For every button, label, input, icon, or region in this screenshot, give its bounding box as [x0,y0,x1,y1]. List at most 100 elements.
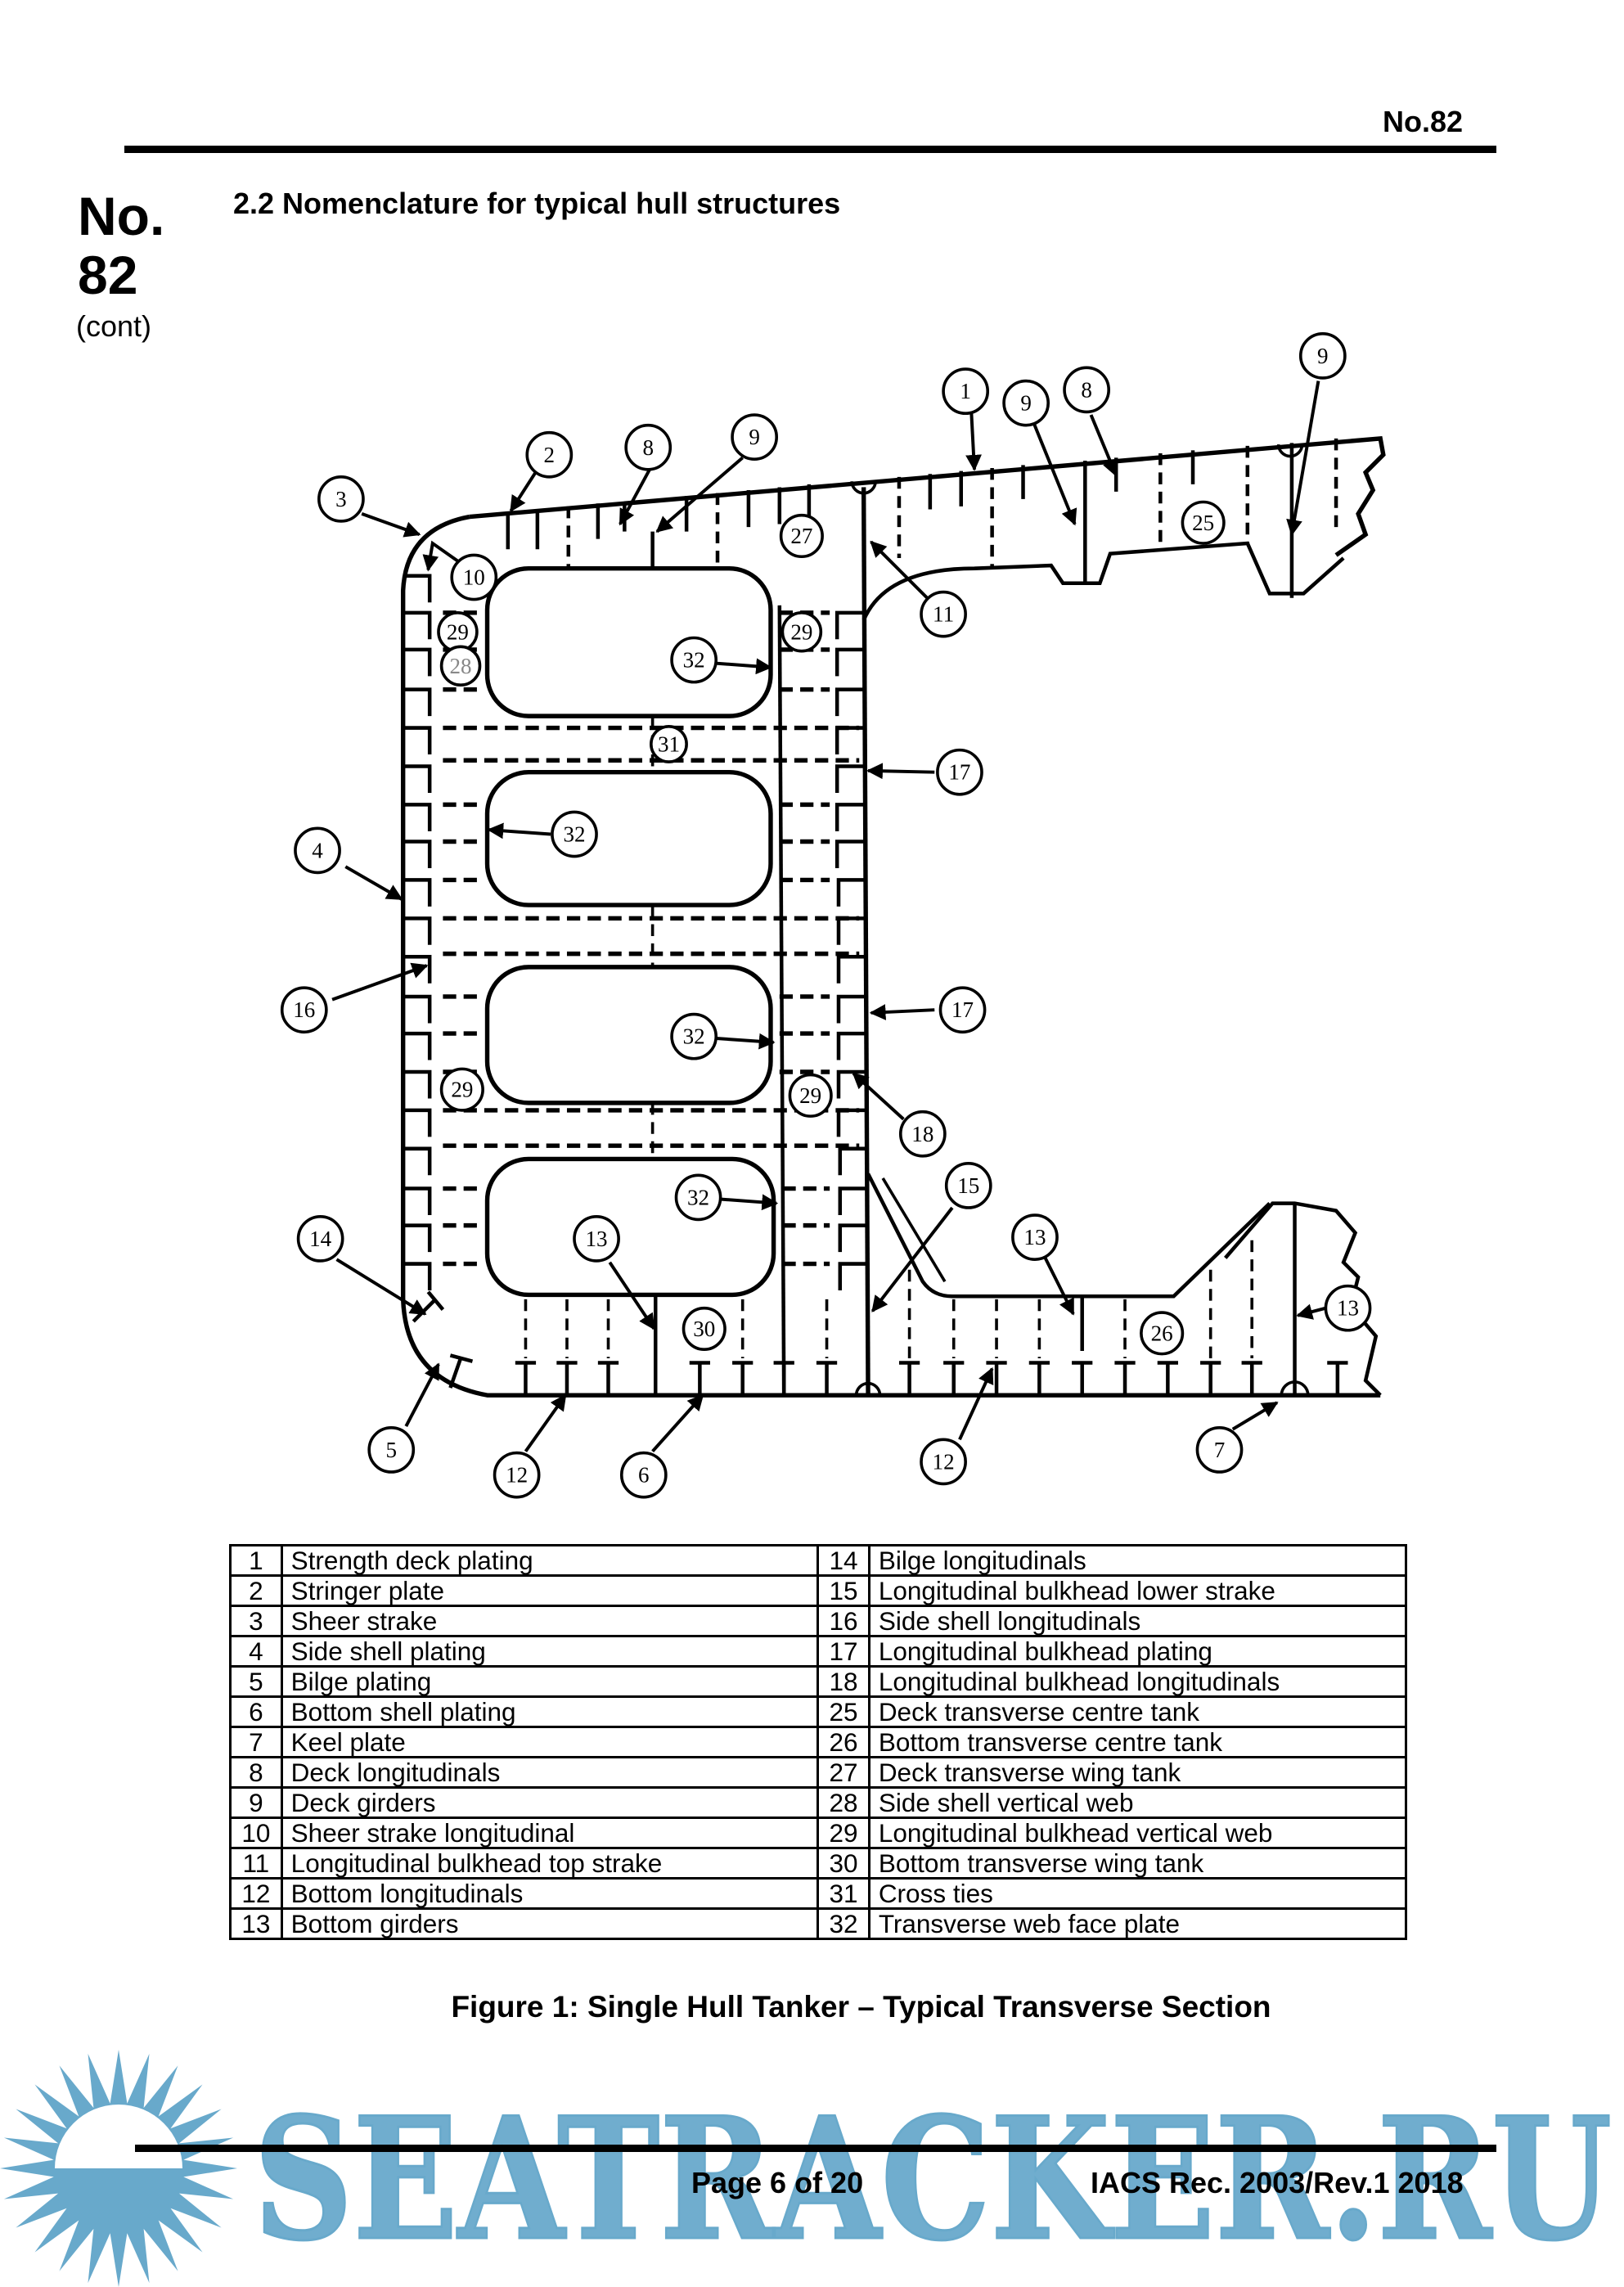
web-opening-4 [484,1156,776,1298]
deck-longitudinals [506,438,1338,598]
legend-number: 9 [229,1786,283,1819]
legend-label: Deck transverse centre tank [867,1695,1408,1728]
legend-number: 12 [229,1877,283,1910]
callout-9c: 9 [1298,331,1347,380]
svg-text:27: 27 [790,524,812,548]
callout-32a: 32 [670,636,718,684]
callout-13a: 13 [573,1215,620,1263]
svg-text:28: 28 [450,654,472,678]
callout-26: 26 [1140,1311,1185,1356]
legend-number: 3 [229,1605,283,1637]
footer-divider [135,2145,1496,2152]
bulkhead-longitudinals [834,610,867,1291]
svg-text:3: 3 [335,487,347,511]
callout-9b: 9 [1002,379,1050,427]
side-recommendation-number: No. 82 [78,187,164,304]
svg-text:8: 8 [1081,377,1092,402]
legend-number: 31 [816,1877,870,1910]
legend-number: 26 [816,1726,870,1758]
vertical-web-line [777,605,786,1396]
side-number-line1: No. [78,186,165,246]
legend-label: Side shell vertical web [867,1786,1408,1819]
callout-1: 1 [942,367,990,416]
legend-number: 30 [816,1847,870,1880]
legend-label: Cross ties [867,1877,1408,1910]
callout-7: 7 [1195,1426,1244,1474]
svg-text:9: 9 [749,425,760,449]
callout-13b: 13 [1011,1213,1059,1261]
legend-label: Side shell plating [280,1635,820,1668]
svg-text:9: 9 [1020,391,1032,416]
page-number: Page 6 of 20 [691,2166,864,2199]
legend-number: 8 [229,1756,283,1789]
callout-2: 2 [525,430,574,479]
svg-text:32: 32 [683,648,705,673]
legend-label: Keel plate [280,1726,820,1758]
legend-label: Deck girders [280,1786,820,1819]
callout-8a: 8 [624,423,673,471]
svg-text:1: 1 [960,379,971,403]
callout-29b: 29 [781,611,823,653]
legend-number: 5 [229,1665,283,1698]
legend-number: 25 [816,1695,870,1728]
callout-30: 30 [682,1306,727,1352]
callout-3: 3 [317,475,365,523]
svg-text:30: 30 [693,1317,715,1341]
callout-32c: 32 [670,1012,718,1060]
figure-caption: Figure 1: Single Hull Tanker – Typical T… [451,1990,1271,2024]
callout-25: 25 [1181,500,1226,545]
svg-text:9: 9 [1317,344,1329,368]
section-title: 2.2 Nomenclature for typical hull struct… [233,187,841,220]
callout-29a: 29 [437,611,479,653]
header-divider [124,146,1496,153]
legend-number: 10 [229,1817,283,1849]
callout-17b: 17 [938,986,987,1034]
side-number-line2: 82 [78,245,138,305]
web-opening-2 [484,769,773,907]
legend-label: Longitudinal bulkhead lower strake [867,1574,1408,1607]
callout-12a: 12 [493,1451,541,1499]
legend-number: 1 [229,1544,283,1577]
svg-text:11: 11 [933,602,954,627]
legend-number: 29 [816,1817,870,1849]
callout-31: 31 [650,724,688,763]
svg-text:32: 32 [563,822,585,847]
svg-text:2: 2 [544,443,556,467]
svg-text:26: 26 [1151,1321,1173,1345]
svg-text:5: 5 [385,1438,397,1462]
legend-label: Longitudinal bulkhead vertical web [867,1817,1408,1849]
legend-number: 14 [816,1544,870,1577]
svg-text:15: 15 [957,1173,979,1198]
svg-text:12: 12 [933,1449,955,1474]
legend-number: 4 [229,1635,283,1668]
callout-18: 18 [898,1110,947,1158]
watermark-text: SEATRACKER.RU [254,2082,1612,2278]
legend-label: Bottom shell plating [280,1695,820,1728]
legend-label: Bottom longitudinals [280,1877,820,1910]
legend-number: 17 [816,1635,870,1668]
svg-text:8: 8 [642,435,654,460]
bottom-right-break [1224,1201,1382,1397]
legend-label: Sheer strake [280,1605,820,1637]
longitudinal-bulkhead [861,487,870,1396]
callout-9a: 9 [731,413,778,461]
legend-number: 32 [816,1907,870,1940]
legend-label: Bilge longitudinals [867,1544,1408,1577]
callout-17a: 17 [936,748,983,796]
legend-number: 27 [816,1756,870,1789]
sun-logo-icon [0,2050,237,2287]
legend-number: 11 [229,1847,283,1880]
svg-text:6: 6 [638,1463,650,1488]
svg-text:17: 17 [948,760,970,785]
svg-text:14: 14 [309,1227,332,1251]
callout-6: 6 [619,1451,668,1499]
callout-29c: 29 [439,1067,484,1112]
